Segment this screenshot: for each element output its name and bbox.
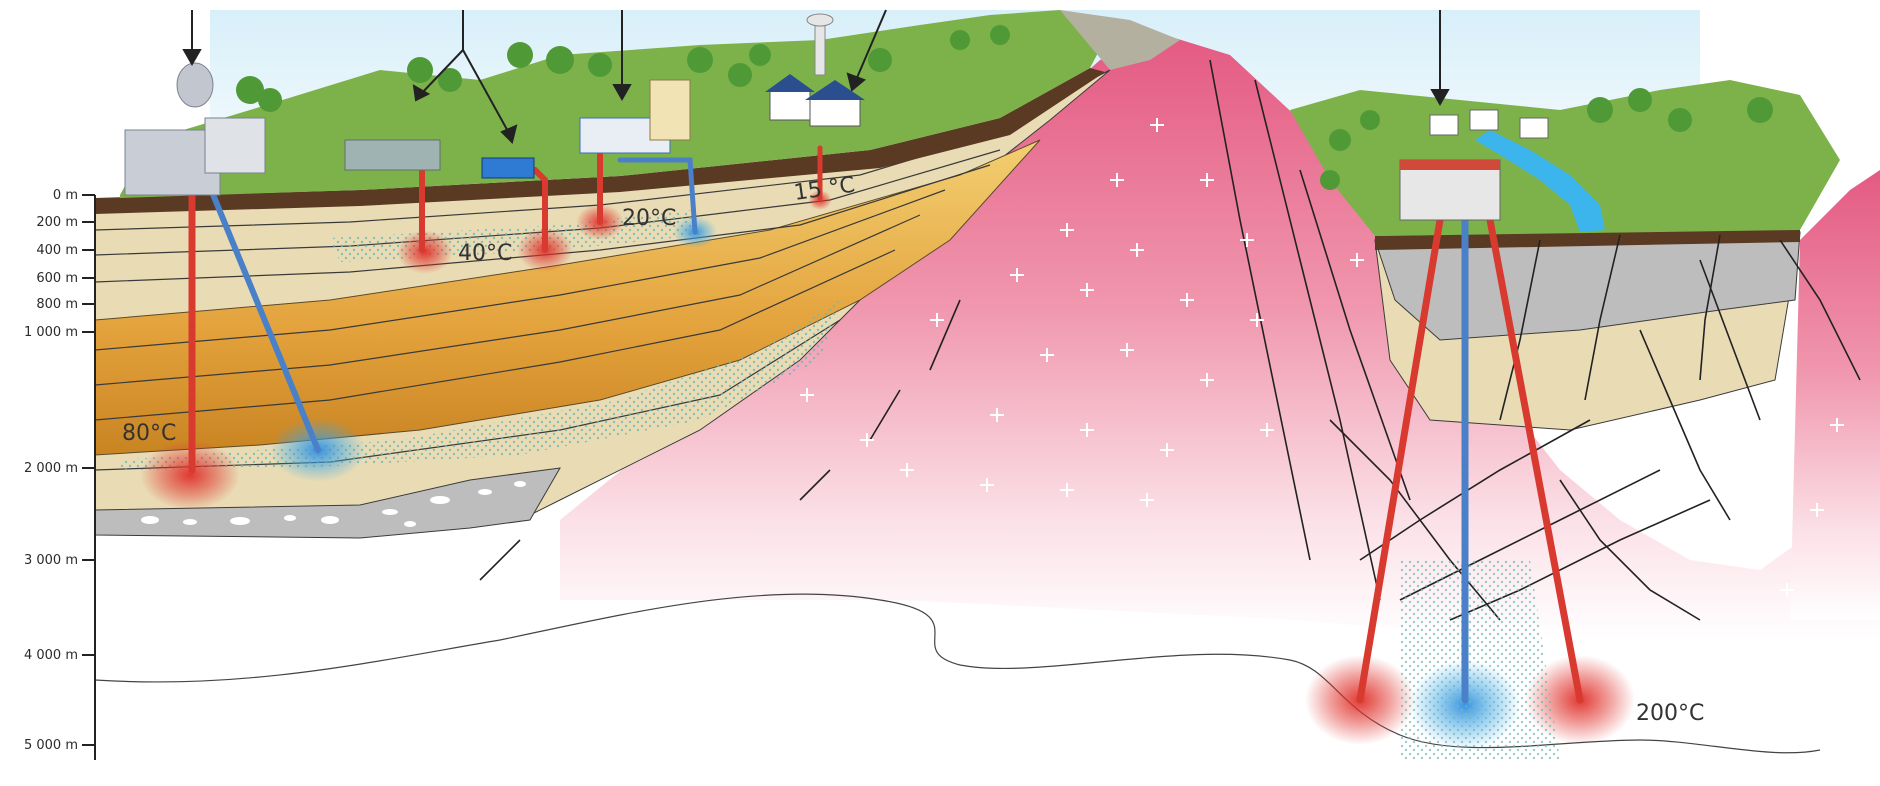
house [810, 98, 860, 126]
granite-right-flank [1790, 170, 1880, 620]
village-house [1470, 110, 1498, 130]
depth-tick-label: 0 m [53, 188, 78, 203]
temp-label-80: 80°C [122, 421, 176, 446]
depth-tick-label: 1 000 m [24, 325, 78, 340]
village-house [1430, 115, 1458, 135]
water-tower-top [807, 14, 833, 26]
house [770, 90, 810, 120]
village-house [1520, 118, 1548, 138]
down-arrow-icon [184, 10, 200, 64]
tower-top [177, 63, 213, 107]
power-plant-roof [1400, 160, 1500, 170]
swimming-pool [482, 158, 534, 178]
depth-tick-label: 400 m [36, 243, 78, 258]
depth-tick-label: 600 m [36, 271, 78, 286]
depth-tick-label: 2 000 m [24, 461, 78, 476]
depth-tick-label: 200 m [36, 215, 78, 230]
depth-ticks: 0 m 200 m 400 m 600 m 800 m 1 000 m 2 000 m 3 0… [24, 188, 95, 753]
greenhouse [345, 140, 440, 170]
temp-label-200: 200°C [1636, 701, 1704, 726]
water-tower [815, 20, 825, 75]
depth-tick-label: 3 000 m [24, 553, 78, 568]
depth-tick-label: 4 000 m [24, 648, 78, 663]
depth-tick-label: 5 000 m [24, 738, 78, 753]
depth-tick-label: 800 m [36, 297, 78, 312]
temp-label-20: 20°C [622, 206, 676, 231]
apartment-block [650, 80, 690, 140]
temp-label-40: 40°C [458, 241, 512, 266]
hotel-wing [205, 118, 265, 173]
